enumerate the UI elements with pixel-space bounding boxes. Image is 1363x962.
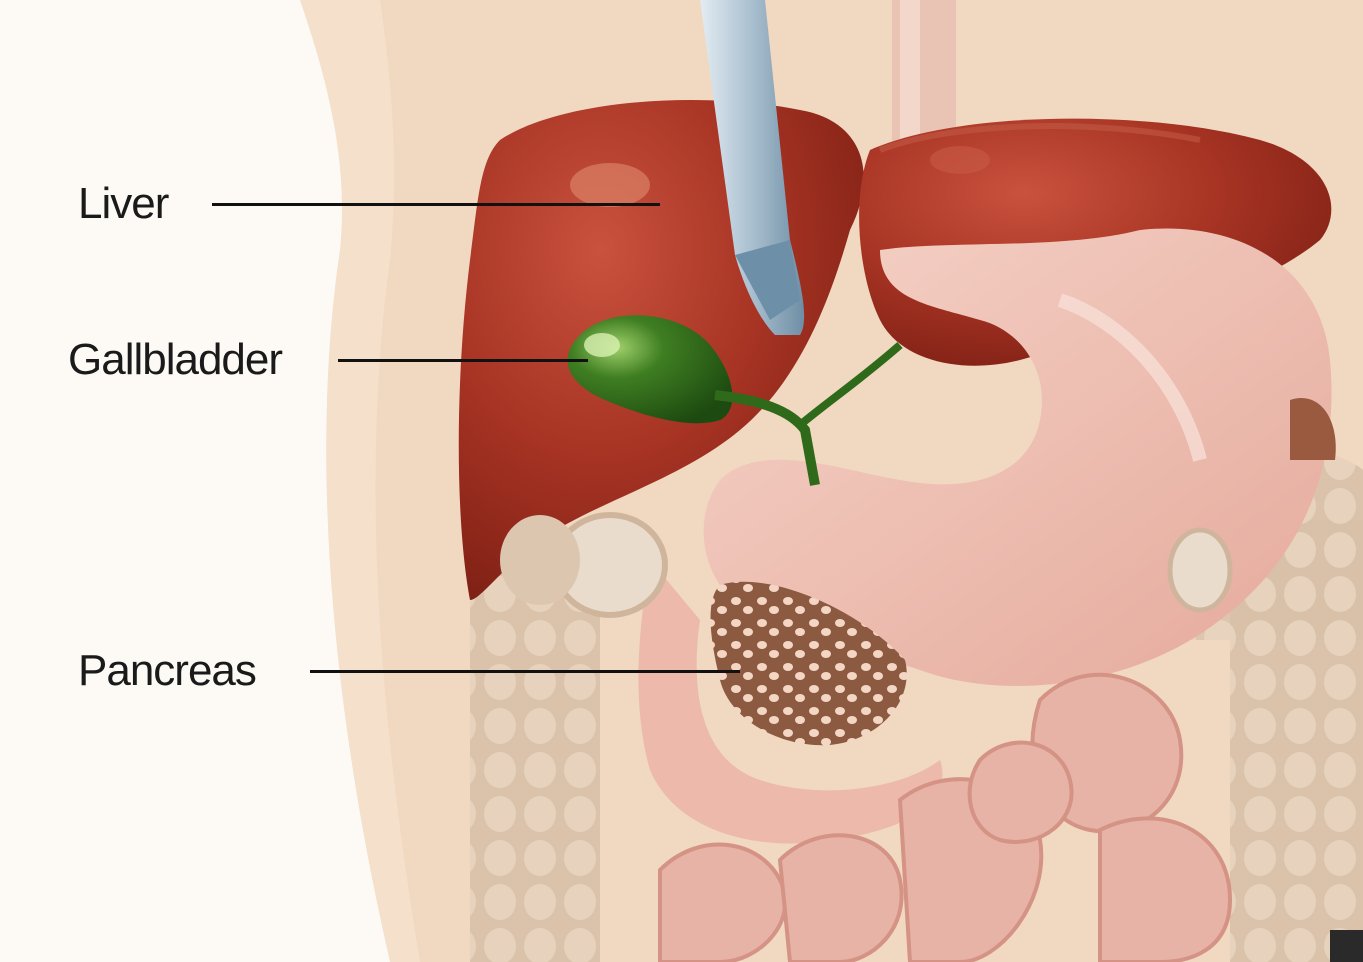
liver-leader-line [212,203,660,206]
gallbladder-label: Gallbladder [68,338,282,382]
pancreas-label: Pancreas [78,649,256,693]
gallbladder-leader-line [338,359,588,362]
pancreas-leader-line [310,670,740,673]
liver-label: Liver [78,182,168,226]
